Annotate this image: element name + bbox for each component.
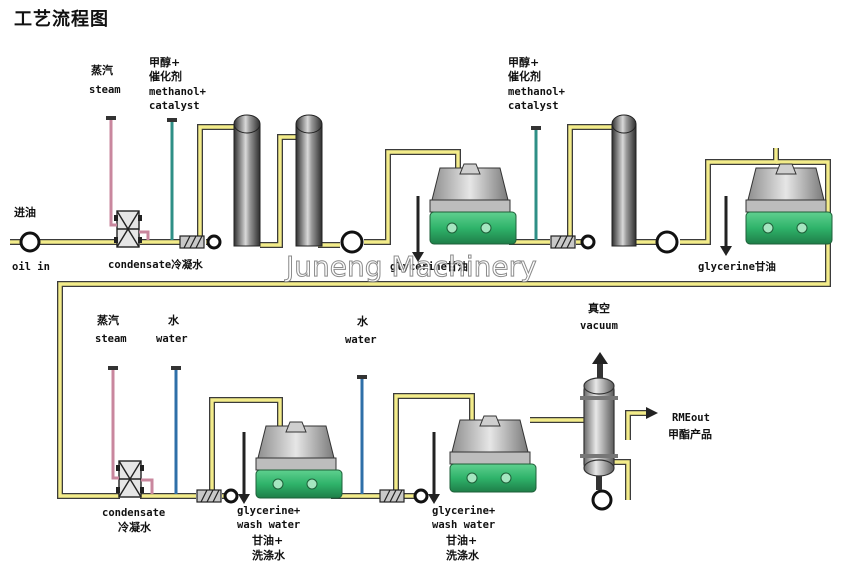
- utility-lines: [109, 118, 538, 494]
- reactor-column-1: [233, 114, 261, 247]
- water-label-cn: 水: [168, 313, 180, 327]
- separator-2: [745, 163, 833, 245]
- steam-line: [109, 118, 117, 227]
- steam-label-en: steam: [89, 84, 121, 96]
- wash-label-cn: 洗涤水: [446, 548, 480, 562]
- separator-3: [255, 421, 343, 499]
- reactor-columns: [233, 114, 637, 247]
- wash-label-en: wash water: [432, 519, 495, 531]
- rme-out-label-en: RMEout: [672, 412, 710, 424]
- separator-4: [449, 415, 537, 493]
- water-label-cn: 水: [357, 314, 369, 328]
- static-mixers: [179, 235, 576, 503]
- wash-label-en: glycerine+: [432, 505, 495, 517]
- pumps: [19, 230, 679, 511]
- feed-oil-label-cn: 进油: [14, 205, 36, 219]
- mixer-icon: [179, 235, 205, 249]
- pump-icon: [223, 488, 239, 504]
- methanol-label-en: methanol+: [149, 86, 206, 98]
- steam-label-en: steam: [95, 333, 127, 345]
- wash-label-en: wash water: [237, 519, 300, 531]
- methanol-label-cn: 甲醇+: [149, 55, 180, 69]
- wash-label-cn: 甘油+: [446, 533, 477, 547]
- catalyst-label-en: catalyst: [149, 100, 200, 112]
- glycerine-label: glycerine甘油: [390, 260, 468, 273]
- steam-label-cn: 蒸汽: [91, 63, 113, 77]
- glycerine-label: glycerine甘油: [698, 260, 776, 273]
- condensate-label: condensate冷凝水: [108, 258, 203, 271]
- condensate-label-en: condensate: [102, 507, 165, 519]
- vacuum-label-cn: 真空: [588, 301, 610, 315]
- reactor-column-2: [295, 114, 323, 247]
- mixer-icon: [379, 489, 405, 503]
- steam-label-cn: 蒸汽: [97, 313, 119, 327]
- water-label-en: water: [345, 334, 377, 346]
- vacuum-arrow-icon: [592, 352, 608, 364]
- pump-icon: [206, 234, 222, 250]
- main-pipeline: [10, 124, 831, 500]
- rme-out-arrow-icon: [646, 407, 658, 419]
- heat-exchanger-1: [114, 210, 142, 248]
- pump-icon: [580, 234, 596, 250]
- reactor-column-3: [611, 114, 637, 247]
- methanol-label-cn: 甲醇+: [508, 55, 539, 69]
- catalyst-label-cn: 催化剂: [149, 69, 182, 83]
- water-label-en: water: [156, 333, 188, 345]
- pump-icon: [340, 230, 364, 254]
- separator-1: [429, 163, 517, 245]
- rme-out-label-cn: 甲酯产品: [668, 427, 712, 441]
- vacuum-label-en: vacuum: [580, 320, 618, 332]
- steam-line: [111, 368, 119, 480]
- pump-icon: [413, 488, 429, 504]
- pump-icon: [19, 231, 41, 253]
- wash-label-cn: 洗涤水: [252, 548, 286, 562]
- labels: 进油 oil in 蒸汽 steam 甲醇+ 催化剂 methanol+ cat…: [12, 55, 776, 562]
- wash-label-cn: 甘油+: [252, 533, 283, 547]
- mixer-icon: [550, 235, 576, 249]
- mixer-icon: [196, 489, 222, 503]
- pump-icon: [655, 230, 679, 254]
- feed-oil-label-en: oil in: [12, 261, 50, 273]
- wash-label-en: glycerine+: [237, 505, 300, 517]
- vacuum-dryer: [580, 352, 618, 490]
- catalyst-label-cn: 催化剂: [508, 69, 541, 83]
- watermark: Juneng Machinery: [284, 250, 537, 283]
- pump-icon: [591, 489, 613, 511]
- heat-exchanger-2: [116, 460, 144, 498]
- page-title: 工艺流程图: [14, 8, 109, 30]
- catalyst-label-en: catalyst: [508, 100, 559, 112]
- methanol-label-en: methanol+: [508, 86, 565, 98]
- condensate-label-cn: 冷凝水: [118, 520, 152, 534]
